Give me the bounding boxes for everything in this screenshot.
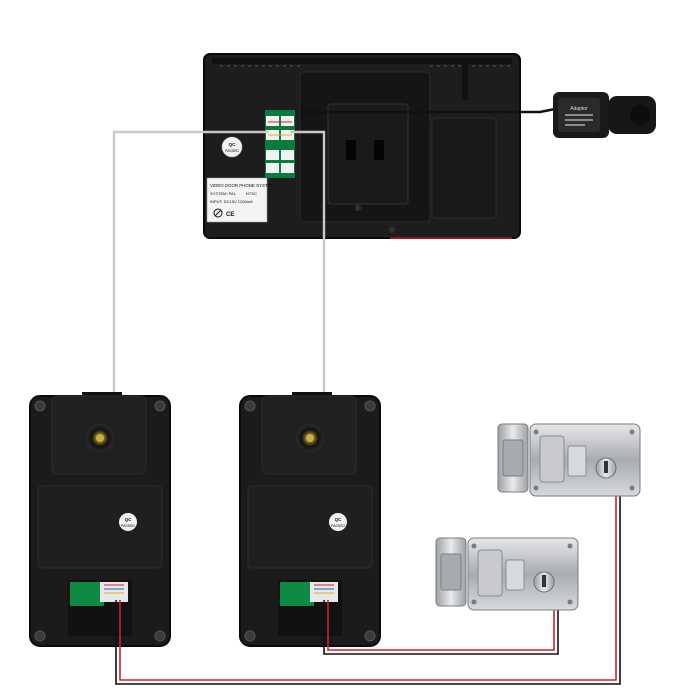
monitor-terminal-block	[265, 110, 295, 178]
lock-wire-right-red	[327, 600, 555, 651]
monitor-screw	[389, 227, 395, 233]
monitor-label-system: SYSTEM: PAL	[210, 191, 237, 196]
monitor-antenna	[462, 60, 468, 100]
monitor-screw	[355, 205, 361, 211]
camera-lower-panel	[37, 485, 163, 569]
monitor-side-panel	[431, 117, 497, 219]
bracket-slot-right	[374, 140, 384, 160]
mount-hole-icon	[154, 400, 166, 412]
svg-text:PASSED: PASSED	[225, 149, 239, 153]
bracket-slot-left	[346, 140, 356, 160]
svg-text:QC: QC	[125, 517, 133, 522]
outdoor-camera-right: QC PASSED	[239, 392, 381, 647]
lock-wire-left-black	[115, 496, 621, 685]
mount-hole-icon	[154, 630, 166, 642]
outdoor-camera-left: QC PASSED	[29, 392, 171, 647]
mount-hole-icon	[364, 400, 376, 412]
camera-qc-sticker: QC PASSED	[119, 513, 137, 531]
lock-wires	[115, 496, 621, 685]
monitor-top-vent	[212, 58, 512, 64]
lock-brand-plate	[505, 559, 525, 591]
monitor-label-ntsc: NTSC	[246, 191, 257, 196]
monitor-bracket	[327, 103, 409, 205]
camera-terminal-board	[70, 582, 104, 606]
svg-text:PASSED: PASSED	[121, 524, 135, 528]
mount-hole-icon	[34, 630, 46, 642]
monitor-label-title: VIDEO DOOR PHONE SYSTEM	[210, 183, 275, 188]
mount-hole-icon	[244, 400, 256, 412]
mount-hole-icon	[34, 400, 46, 412]
electric-lock-top	[497, 423, 641, 497]
mount-hole-icon	[364, 630, 376, 642]
svg-text:QC: QC	[335, 517, 343, 522]
mount-hole-icon	[244, 630, 256, 642]
lock-brand-plate	[567, 445, 587, 477]
monitor-label-ce-icon	[213, 208, 223, 218]
camera-lower-panel	[247, 485, 373, 569]
monitor-label-sticker: VIDEO DOOR PHONE SYSTEM SYSTEM: PAL NTSC…	[206, 177, 275, 223]
svg-text:QC: QC	[229, 142, 237, 147]
lock-wire-right-black	[323, 600, 559, 655]
lock-wire-left-red	[119, 496, 617, 681]
camera-terminal-board	[280, 582, 314, 606]
adapter-label-text: Adaptor	[570, 106, 588, 112]
indoor-monitor: VIDEO DOOR PHONE SYSTEM SYSTEM: PAL NTSC…	[203, 53, 521, 239]
camera-qc-sticker: QC PASSED	[329, 513, 347, 531]
monitor-label-input: INPUT: DC15V 1200mA	[210, 199, 253, 204]
electric-lock-bottom	[435, 537, 579, 611]
power-adapter: Adaptor	[300, 92, 656, 138]
svg-text:PASSED: PASSED	[331, 524, 345, 528]
monitor-qc-sticker: QC PASSED	[221, 136, 243, 158]
svg-text:CE: CE	[226, 212, 234, 218]
